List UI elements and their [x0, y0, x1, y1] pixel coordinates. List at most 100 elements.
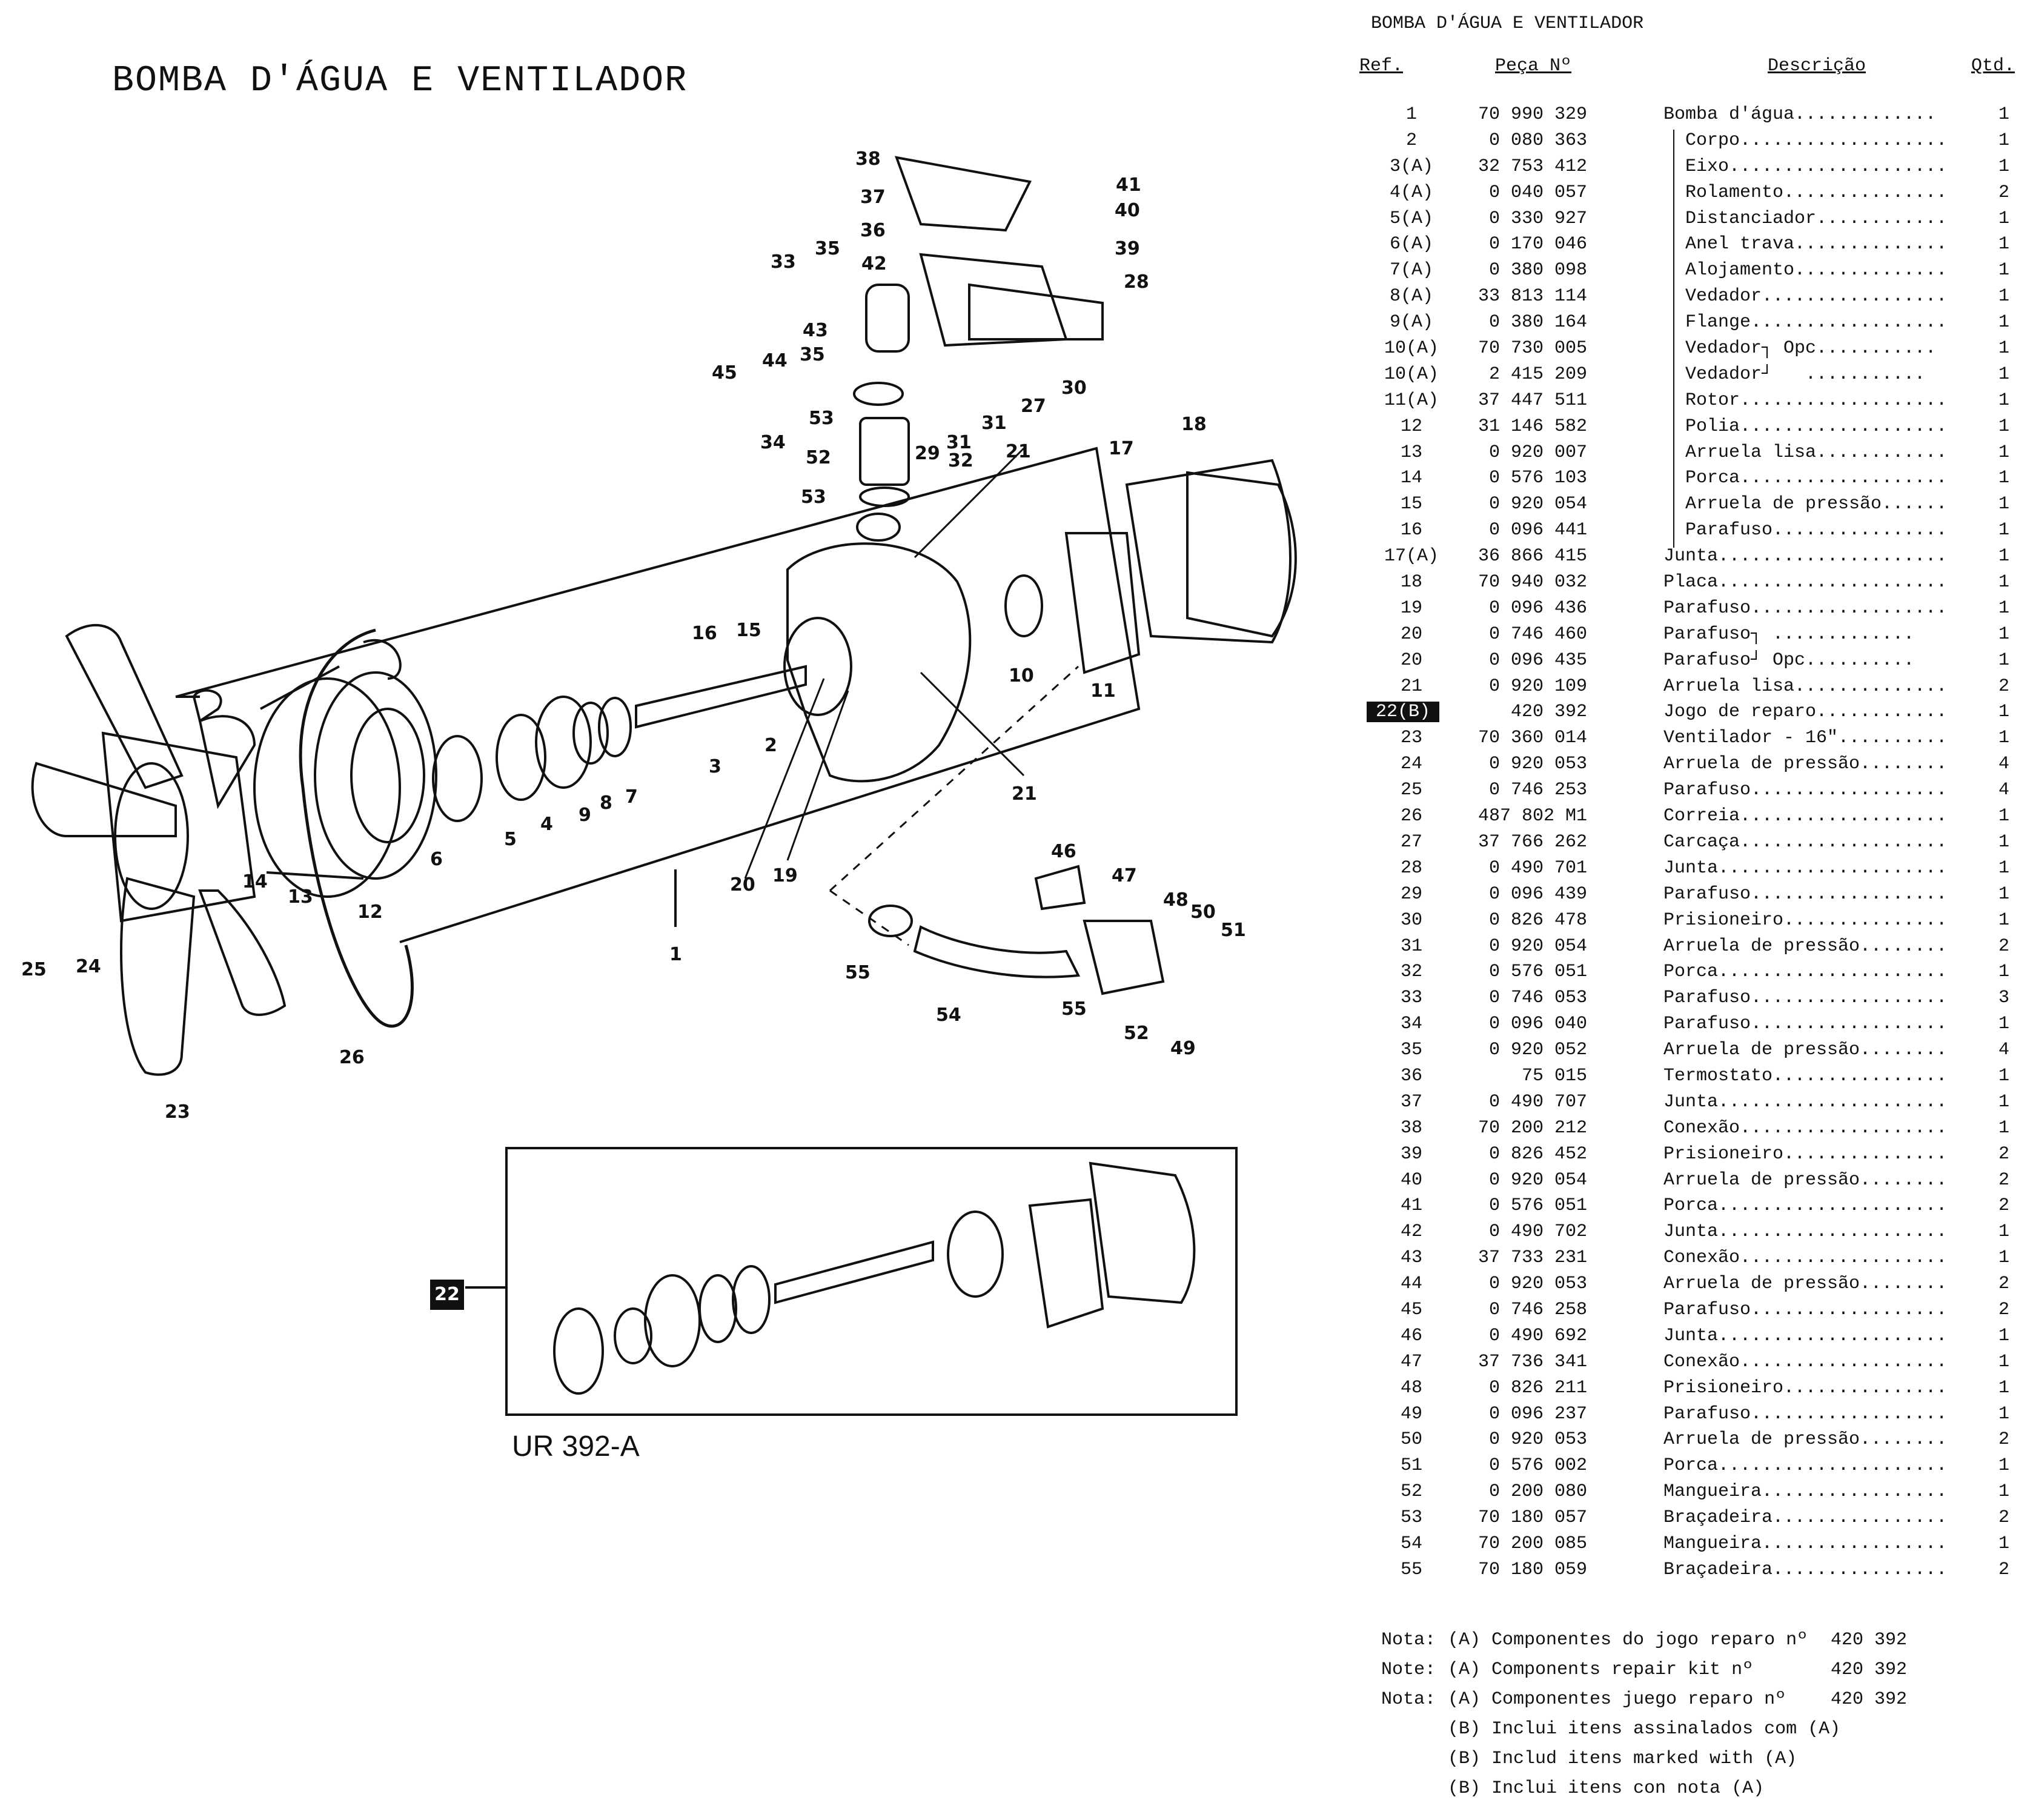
- cell-peca: 0 096 441: [1488, 520, 1587, 541]
- cell-ref: 31: [1400, 935, 1422, 957]
- callout-15: 15: [736, 620, 761, 641]
- cell-ref: 7(A): [1389, 260, 1433, 281]
- cell-qtd: 1: [1998, 883, 2009, 905]
- cell-peca: 0 096 435: [1488, 649, 1587, 671]
- note-mark: (B): [1448, 1719, 1481, 1739]
- note-mark: (A): [1448, 1659, 1481, 1680]
- cell-ref: 36: [1400, 1065, 1422, 1086]
- cell-descricao: Arruela lisa..............: [1663, 676, 1948, 697]
- cell-peca: 70 200 212: [1477, 1117, 1587, 1138]
- cell-qtd: 1: [1998, 260, 2009, 281]
- callout-31: 31: [981, 413, 1007, 434]
- callout-46: 46: [1051, 841, 1076, 862]
- cell-descricao: Polia...................: [1663, 416, 1948, 437]
- cell-ref: 10(A): [1384, 364, 1439, 385]
- cell-peca: 0 490 702: [1488, 1221, 1587, 1243]
- cell-qtd: 1: [1998, 1533, 2009, 1554]
- callout-27: 27: [1021, 396, 1046, 417]
- cell-ref: 3(A): [1389, 156, 1433, 177]
- cell-ref: 1: [1405, 104, 1417, 125]
- cell-peca: 37 736 341: [1477, 1351, 1587, 1372]
- callout-2: 2: [764, 735, 777, 756]
- callout-55: 55: [1061, 998, 1087, 1020]
- cell-qtd: 1: [1998, 961, 2009, 983]
- cell-descricao: Prisioneiro...............: [1663, 1377, 1948, 1398]
- cell-descricao: Porca.....................: [1663, 961, 1948, 983]
- callout-38: 38: [855, 148, 881, 170]
- cell-descricao: Parafuso┘ Opc..........: [1663, 649, 1915, 671]
- cell-ref: 21: [1400, 676, 1422, 697]
- fan-icon: [31, 623, 287, 1076]
- table-row: 8(A)33 813 114 Vedador.................1: [0, 286, 2033, 312]
- cell-descricao: Parafuso................: [1663, 520, 1948, 541]
- callout-35b: 35: [800, 344, 825, 365]
- cell-descricao: Porca...................: [1663, 468, 1948, 489]
- callout-13: 13: [288, 886, 313, 908]
- cell-qtd: 1: [1998, 702, 2009, 723]
- cell-peca: 0 920 054: [1488, 935, 1587, 957]
- cell-qtd: 1: [1998, 831, 2009, 852]
- cell-peca: 37 733 231: [1477, 1247, 1587, 1269]
- cell-descricao: Conexão...................: [1663, 1117, 1948, 1138]
- note-text: Inclui itens assinalados com (A): [1491, 1719, 1841, 1739]
- note-text: Componentes juego reparo nº: [1491, 1689, 1786, 1710]
- callout-52: 52: [806, 447, 831, 468]
- cell-peca: 0 040 057: [1488, 182, 1587, 203]
- repair-kit-callout: 22: [430, 1280, 464, 1310]
- table-row: 6(A)0 170 046 Anel trava..............1: [0, 234, 2033, 260]
- cell-ref: 44: [1400, 1274, 1422, 1295]
- cell-ref: 38: [1400, 1117, 1422, 1138]
- cell-descricao: Parafuso..................: [1663, 883, 1948, 905]
- cell-descricao: Arruela de pressão........: [1663, 935, 1948, 957]
- cell-peca: 32 753 412: [1477, 156, 1587, 177]
- cell-ref: 50: [1400, 1429, 1422, 1450]
- cell-ref: 11(A): [1384, 390, 1439, 411]
- cell-qtd: 1: [1998, 416, 2009, 437]
- cell-peca: 37 447 511: [1477, 390, 1587, 411]
- cell-peca: 2 415 209: [1488, 364, 1587, 385]
- cell-ref: 47: [1400, 1351, 1422, 1372]
- cell-peca: 0 096 040: [1488, 1014, 1587, 1035]
- cell-qtd: 4: [1998, 754, 2009, 775]
- callout-14: 14: [242, 871, 268, 892]
- cell-peca: 0 490 692: [1488, 1325, 1587, 1346]
- callout-30: 30: [1061, 377, 1087, 399]
- cell-ref: 30: [1400, 909, 1422, 931]
- cell-ref: 29: [1400, 883, 1422, 905]
- cell-peca: 0 490 701: [1488, 857, 1587, 878]
- cell-qtd: 1: [1998, 728, 2009, 749]
- callout-26: 26: [339, 1047, 365, 1068]
- repair-kit-inset: [465, 1147, 1238, 1416]
- cell-descricao: Ventilador - 16"..........: [1663, 728, 1948, 749]
- cell-descricao: Conexão...................: [1663, 1247, 1948, 1269]
- note-text: Includ itens marked with (A): [1491, 1749, 1797, 1769]
- header-qtd: Qtd.: [1971, 56, 2015, 76]
- cell-descricao: Arruela de pressão........: [1663, 1169, 1948, 1191]
- cell-descricao: Anel trava..............: [1663, 234, 1948, 255]
- cell-qtd: 1: [1998, 546, 2009, 567]
- cell-peca: 70 180 057: [1477, 1507, 1587, 1529]
- cell-descricao: Junta.....................: [1663, 1221, 1948, 1243]
- cell-peca: 0 576 051: [1488, 1195, 1587, 1217]
- cell-qtd: 1: [1998, 494, 2009, 515]
- cell-peca: 70 200 085: [1477, 1533, 1587, 1554]
- cell-qtd: 2: [1998, 1299, 2009, 1320]
- cell-ref: 4(A): [1389, 182, 1433, 203]
- cell-descricao: Eixo....................: [1663, 156, 1948, 177]
- cell-peca: 420 392: [1510, 702, 1587, 723]
- cell-peca: 33 813 114: [1477, 286, 1587, 307]
- exploded-diagram: 1 2 3 4 5 6 7 8 9 10 11 12 13 14 15 16 1…: [21, 148, 1297, 1416]
- callout-10: 10: [1009, 665, 1034, 686]
